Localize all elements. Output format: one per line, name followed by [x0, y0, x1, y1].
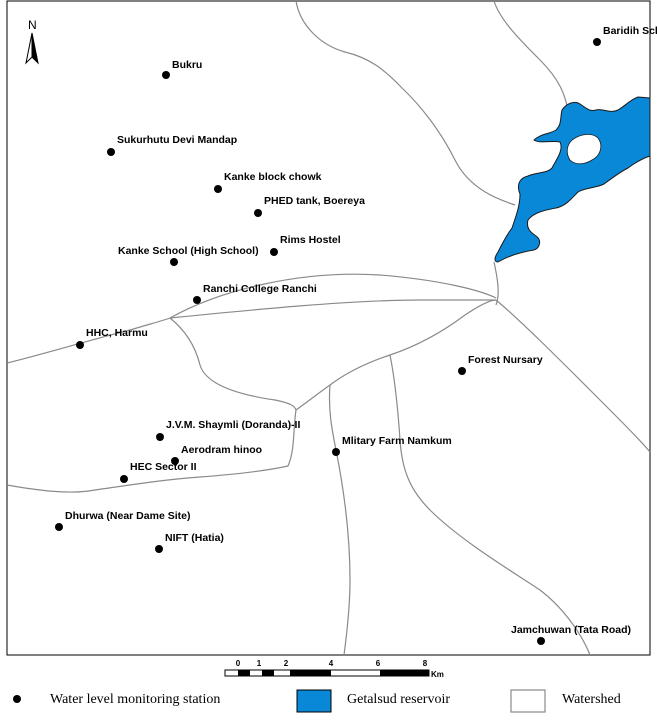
station-label: Forest Nursary — [468, 354, 543, 366]
station-marker: Forest Nursary — [458, 354, 543, 375]
scale-bar-seg-2-4 — [290, 670, 331, 676]
north-arrow: N — [25, 18, 39, 65]
scale-bar-seg-6-8 — [380, 670, 429, 676]
scale-unit: Km — [431, 670, 444, 679]
station-dot — [170, 258, 178, 266]
station-dot — [254, 209, 262, 217]
watershed-line-middle-lower — [169, 299, 496, 319]
watershed-line-center-south — [328, 384, 351, 656]
north-arrow-right-half — [31, 32, 39, 65]
watershed-line-loop — [169, 317, 297, 411]
station-dot — [537, 637, 545, 645]
station-marker: Kanke block chowk — [214, 171, 322, 193]
station-marker: Jamchuwan (Tata Road) — [511, 624, 631, 645]
scale-bar: 0 1 2 4 6 8 Km — [224, 659, 444, 679]
station-label: Jamchuwan (Tata Road) — [511, 624, 631, 636]
scale-tick-label: 8 — [423, 659, 428, 668]
station-marker: Mlitary Farm Namkum — [332, 435, 452, 456]
legend-watershed-label: Watershed — [562, 692, 621, 707]
station-marker: Kanke School (High School) — [118, 245, 259, 266]
station-label: PHED tank, Boereya — [264, 195, 365, 207]
station-dot — [120, 475, 128, 483]
stations-layer: Baridih School, OrmanjhiBukruSukurhutu D… — [55, 25, 657, 645]
scale-tick-label: 6 — [376, 659, 381, 668]
station-dot — [55, 523, 63, 531]
station-marker: Aerodram hinoo — [171, 444, 262, 465]
watershed-line-west — [6, 317, 171, 364]
legend-station-symbol — [13, 695, 21, 703]
station-label: Mlitary Farm Namkum — [342, 435, 452, 447]
scale-tick-label: 1 — [257, 659, 262, 668]
watershed-line-east-descent — [493, 261, 499, 306]
station-label: Rims Hostel — [280, 234, 341, 246]
station-marker: Rims Hostel — [270, 234, 341, 256]
north-label: N — [28, 18, 37, 32]
scale-bar-seg-2-3 — [262, 670, 274, 676]
station-dot — [162, 71, 170, 79]
station-marker: Sukurhutu Devi Mandap — [107, 134, 237, 156]
station-dot — [270, 248, 278, 256]
station-dot — [214, 185, 222, 193]
station-label: Baridih School, Ormanjhi — [603, 25, 657, 37]
station-label: Sukurhutu Devi Mandap — [117, 134, 237, 146]
watershed-line-top — [295, 0, 516, 206]
scale-tick-label: 4 — [329, 659, 334, 668]
station-label: Aerodram hinoo — [181, 444, 262, 456]
station-marker: Baridih School, Ormanjhi — [593, 25, 657, 46]
station-label: HEC Sector II — [130, 461, 197, 473]
station-marker: HEC Sector II — [120, 461, 197, 483]
station-marker: NIFT (Hatia) — [155, 532, 224, 553]
station-dot — [76, 341, 84, 349]
scale-bar-seg-0-1 — [238, 670, 250, 676]
station-label: J.V.M. Shaymli (Doranda)-II — [166, 419, 300, 431]
station-dot — [155, 545, 163, 553]
station-dot — [171, 457, 179, 465]
legend-reservoir-label: Getalsud reservoir — [347, 692, 450, 707]
station-dot — [458, 367, 466, 375]
station-dot — [593, 38, 601, 46]
getalsud-reservoir — [494, 96, 651, 263]
station-dot — [107, 148, 115, 156]
station-label: Ranchi College Ranchi — [203, 283, 317, 295]
station-label: Bukru — [172, 59, 202, 71]
station-marker: Bukru — [162, 59, 202, 79]
legend-watershed-swatch — [510, 689, 546, 713]
map-frame — [6, 0, 651, 656]
scale-tick-label: 0 — [236, 659, 241, 668]
watershed-line-ne — [493, 0, 569, 111]
station-dot — [156, 433, 164, 441]
station-label: HHC, Harmu — [86, 327, 148, 339]
watershed-boundaries — [6, 0, 651, 656]
station-marker: J.V.M. Shaymli (Doranda)-II — [156, 419, 300, 441]
watershed-line-east — [495, 299, 651, 453]
legend-reservoir-swatch — [296, 689, 332, 713]
station-label: Kanke block chowk — [224, 171, 322, 183]
scale-tick-labels: 0 1 2 4 6 8 — [236, 659, 428, 668]
station-marker: HHC, Harmu — [76, 327, 148, 349]
station-marker: Dhurwa (Near Dame Site) — [55, 510, 190, 531]
station-label: Dhurwa (Near Dame Site) — [65, 510, 190, 522]
station-marker: PHED tank, Boereya — [254, 195, 365, 217]
reservoir-island — [566, 134, 602, 165]
station-dot — [193, 296, 201, 304]
station-label: Kanke School (High School) — [118, 245, 259, 257]
station-dot — [332, 448, 340, 456]
station-marker: Ranchi College Ranchi — [193, 283, 317, 304]
legend: Water level monitoring station Getalsud … — [13, 689, 621, 713]
watershed-line-center-north — [295, 299, 497, 411]
scale-tick-label: 2 — [284, 659, 289, 668]
watershed-line-south-west — [6, 409, 297, 493]
station-label: NIFT (Hatia) — [165, 532, 224, 544]
watershed-line-middle-upper — [169, 273, 497, 319]
legend-station-label: Water level monitoring station — [50, 692, 220, 707]
watershed-line-branch — [389, 354, 591, 656]
